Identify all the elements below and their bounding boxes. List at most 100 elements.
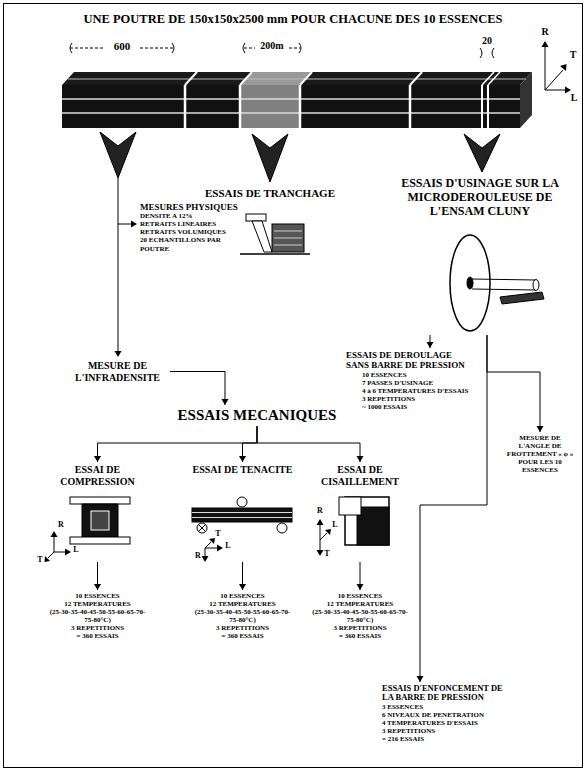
block-heading: MESURES PHYSIQUES: [140, 202, 243, 212]
axis-label: R: [541, 27, 548, 37]
art-polygon: [62, 72, 532, 85]
block-line: RETRAITS VOLUMIQUES: [140, 228, 243, 236]
text-block: ESSAIS DE DEROULAGE SANS BARRE DE PRESSI…: [344, 348, 472, 413]
art-rect: [246, 214, 266, 221]
block-line: = 360 ESSAIS: [47, 632, 148, 640]
text-block: ESSAIS DE TRANCHAGE: [190, 185, 350, 202]
art-polygon: [131, 221, 137, 228]
dimension-label: 200m: [260, 41, 283, 51]
axis-label: L: [332, 521, 337, 529]
art-line: [300, 72, 312, 85]
text-block: ESSAIS D'ENFONCEMENT DE LA BARRE DE PRES…: [380, 682, 505, 745]
art-ellipse: [450, 235, 490, 331]
art-rect: [70, 537, 130, 544]
lathe-disc: [450, 235, 544, 331]
arrow-head: [357, 456, 364, 462]
art-line: [545, 90, 566, 91]
connector: [257, 426, 364, 462]
art-line: [240, 253, 310, 255]
art-polygon: [217, 545, 223, 552]
art-line: [205, 548, 206, 557]
art-polygon: [317, 550, 324, 556]
art-line: [118, 224, 132, 225]
art-line: [199, 525, 206, 532]
art-path: [70, 43, 72, 53]
block-heading: 10 ESSENCES: [312, 592, 408, 600]
text-block: MESURES PHYSIQUESDENSITE A 12%RETRAITS L…: [138, 200, 245, 255]
block-line: = 360 ESSAIS: [192, 632, 293, 640]
shear-sketch: [317, 497, 390, 556]
block-line: = 360 ESSAIS: [312, 632, 408, 640]
diagram-title: UNE POUTRE DE 150x150x2500 mm POUR CHACU…: [0, 13, 586, 27]
block-line: RETRAITS LINEAIRES: [140, 220, 243, 228]
art-polygon: [500, 292, 544, 304]
art-polygon: [51, 531, 58, 537]
compression-sketch: [45, 497, 131, 562]
art-path: [464, 134, 500, 172]
dimension-label: 600: [114, 41, 131, 52]
connector: [487, 335, 544, 432]
arrow-head: [239, 456, 246, 462]
arrow-head: [94, 456, 101, 462]
block-line: 4 à 6 TEMPERATURES D'ESSAIS: [346, 387, 470, 395]
connector: [170, 372, 229, 406]
block-heading: ESSAIS MECANIQUES: [174, 407, 340, 424]
art-ellipse: [467, 277, 473, 289]
block-line: 10 ESSENCES: [346, 371, 470, 379]
art-line: [274, 231, 302, 232]
leader-lines: [115, 178, 138, 357]
block-line: 7 PASSES D'USINAGE: [346, 379, 470, 387]
block-line: DENSITE A 12%: [140, 212, 243, 220]
connector: [239, 426, 257, 462]
beam-arrows: [100, 132, 500, 182]
connector-line: [257, 426, 360, 462]
art-line: [289, 48, 300, 49]
art-polygon: [565, 87, 571, 94]
art-line: [48, 552, 54, 558]
art-polygon: [115, 351, 122, 357]
art-circle: [197, 523, 207, 533]
art-line: [244, 48, 255, 49]
arrow-head: [222, 399, 229, 405]
art-polygon: [317, 519, 324, 525]
block-line: (25-30-35-40-45-50-55-60-65-70-75-80°C): [47, 608, 148, 624]
art-rect: [91, 511, 109, 530]
art-path: [252, 134, 288, 182]
art-polygon: [520, 72, 532, 128]
art-line: [68, 79, 526, 80]
art-circle: [277, 523, 287, 533]
arrow-head: [537, 426, 544, 432]
block-line: 3 ESSENCES: [382, 703, 503, 711]
art-line: [320, 540, 321, 551]
art-line: [299, 85, 302, 128]
block-heading: ESSAI DE CISAILLEMENT: [312, 464, 408, 487]
block-line: (25-30-35-40-45-50-55-60-65-70-75-80°C): [312, 608, 408, 624]
art-path: [480, 48, 482, 58]
art-line: [192, 512, 292, 513]
art-line: [140, 48, 174, 49]
art-path: [100, 132, 136, 178]
arrow-head: [94, 584, 101, 590]
art-line: [545, 46, 546, 90]
art-ellipse: [533, 280, 539, 291]
art-polygon: [65, 549, 71, 556]
art-line: [545, 70, 563, 90]
art-path: [172, 43, 174, 53]
block-line: (25-30-35-40-45-50-55-60-65-70-75-80°C): [192, 608, 293, 624]
art-line: [192, 517, 292, 518]
art-line: [70, 48, 104, 49]
art-line: [54, 552, 66, 553]
axis-label: L: [73, 546, 78, 554]
block-line: ~ 1000 ESSAIS: [346, 403, 470, 411]
text-block: ESSAIS D'USINAGE SUR LA MICRODEROULEUSE …: [385, 175, 575, 335]
art-polygon: [560, 64, 567, 71]
block-line: 3 REPETITIONS: [47, 624, 148, 632]
art-line: [320, 533, 327, 540]
art-line: [481, 85, 483, 128]
text-block: ESSAIS MECANIQUES: [172, 405, 342, 426]
art-line: [205, 542, 211, 548]
arrow-head: [357, 584, 364, 590]
art-line: [62, 112, 520, 114]
axes-rtl: [542, 41, 572, 94]
block-heading: ESSAIS D'USINAGE SUR LA MICRODEROULEUSE …: [387, 177, 573, 218]
